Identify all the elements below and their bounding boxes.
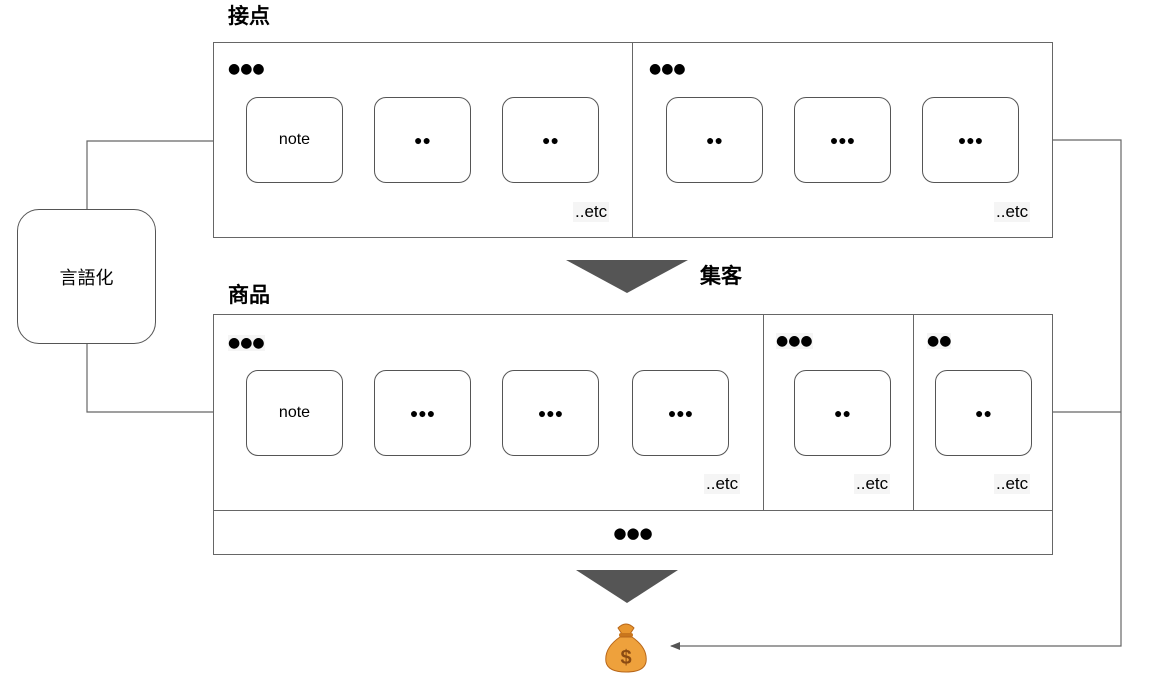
product-card[interactable]: ●●● (632, 370, 729, 456)
products-divider-1 (763, 314, 765, 510)
down-arrow-money (576, 570, 678, 603)
product-card[interactable]: ●● (935, 370, 1032, 456)
svg-text:$: $ (620, 647, 631, 669)
touchpoints-group-a-label: ●●● (228, 61, 265, 77)
product-card[interactable]: ●●● (374, 370, 471, 456)
touchpoints-group-b-label: ●●● (649, 61, 686, 77)
product-card[interactable]: ●● (794, 370, 891, 456)
products-footer: ●●● (613, 524, 653, 542)
products-group-b-label: ●●● (776, 333, 813, 349)
touchpoints-group-a-etc: ..etc (573, 202, 610, 222)
products-footer-divider (213, 510, 1053, 512)
touchpoints-divider (632, 42, 634, 238)
touchpoints-group-b-etc: ..etc (994, 202, 1031, 222)
arrow-touchpoints-to-money (670, 139, 1122, 650)
touchpoint-card[interactable]: ●● (502, 97, 599, 183)
products-group-b-etc: ..etc (854, 474, 891, 494)
money-bag-icon: $ (605, 623, 647, 673)
product-card-note[interactable]: note (246, 370, 343, 456)
verbalize-node[interactable]: 言語化 (17, 209, 156, 344)
products-group-c-etc: ..etc (994, 474, 1031, 494)
products-divider-2 (913, 314, 915, 510)
products-group-c-label: ●● (927, 333, 952, 349)
arrow-verbalize-to-product-note (86, 344, 246, 416)
touchpoint-card-note[interactable]: note (246, 97, 343, 183)
product-card[interactable]: ●●● (502, 370, 599, 456)
touchpoint-card[interactable]: ●● (374, 97, 471, 183)
arrow-verbalize-to-touchpoint-note (86, 137, 246, 209)
products-title: 商品 (228, 283, 270, 307)
products-group-a-label: ●●● (228, 335, 265, 351)
touchpoint-card[interactable]: ●●● (922, 97, 1019, 183)
down-arrow-attract (566, 260, 688, 293)
touchpoint-card[interactable]: ●●● (794, 97, 891, 183)
touchpoints-title: 接点 (228, 4, 270, 28)
attract-label: 集客 (700, 264, 742, 288)
touchpoint-card[interactable]: ●● (666, 97, 763, 183)
products-group-a-etc: ..etc (704, 474, 741, 494)
